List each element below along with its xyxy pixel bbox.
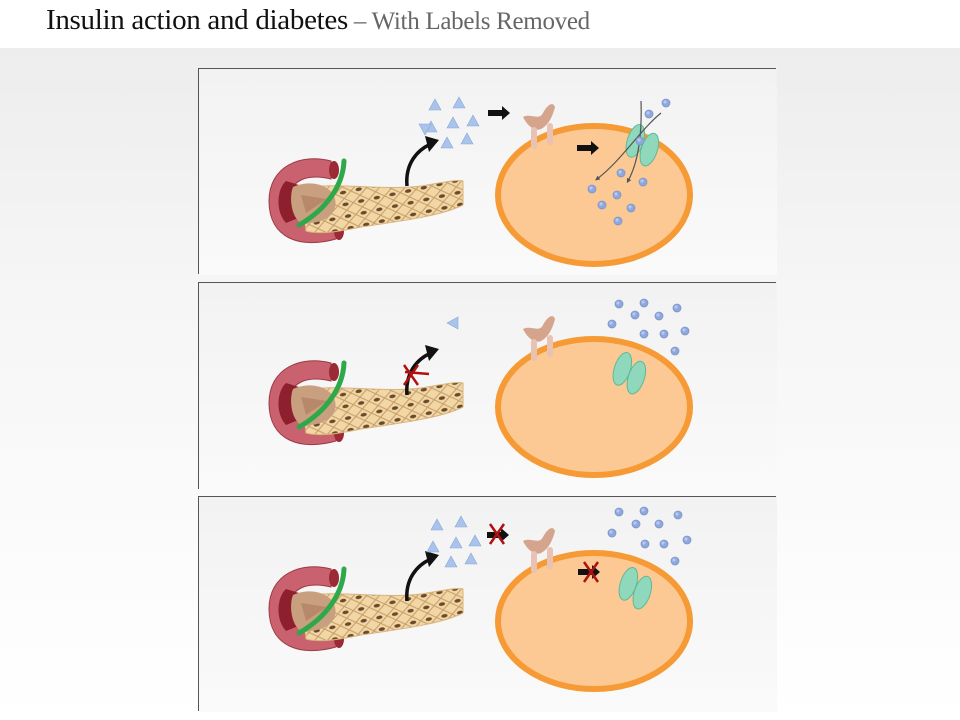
panel-type1-diabetes: [198, 282, 777, 490]
title-main: Insulin action and diabetes: [46, 4, 348, 36]
panel-type2-diabetes: [198, 496, 777, 712]
page-title: Insulin action and diabetes – With Label…: [46, 4, 590, 37]
title-subtitle: With Labels Removed: [371, 8, 591, 35]
panel-normal-insulin-action: [198, 68, 777, 275]
title-dash: –: [347, 8, 372, 35]
